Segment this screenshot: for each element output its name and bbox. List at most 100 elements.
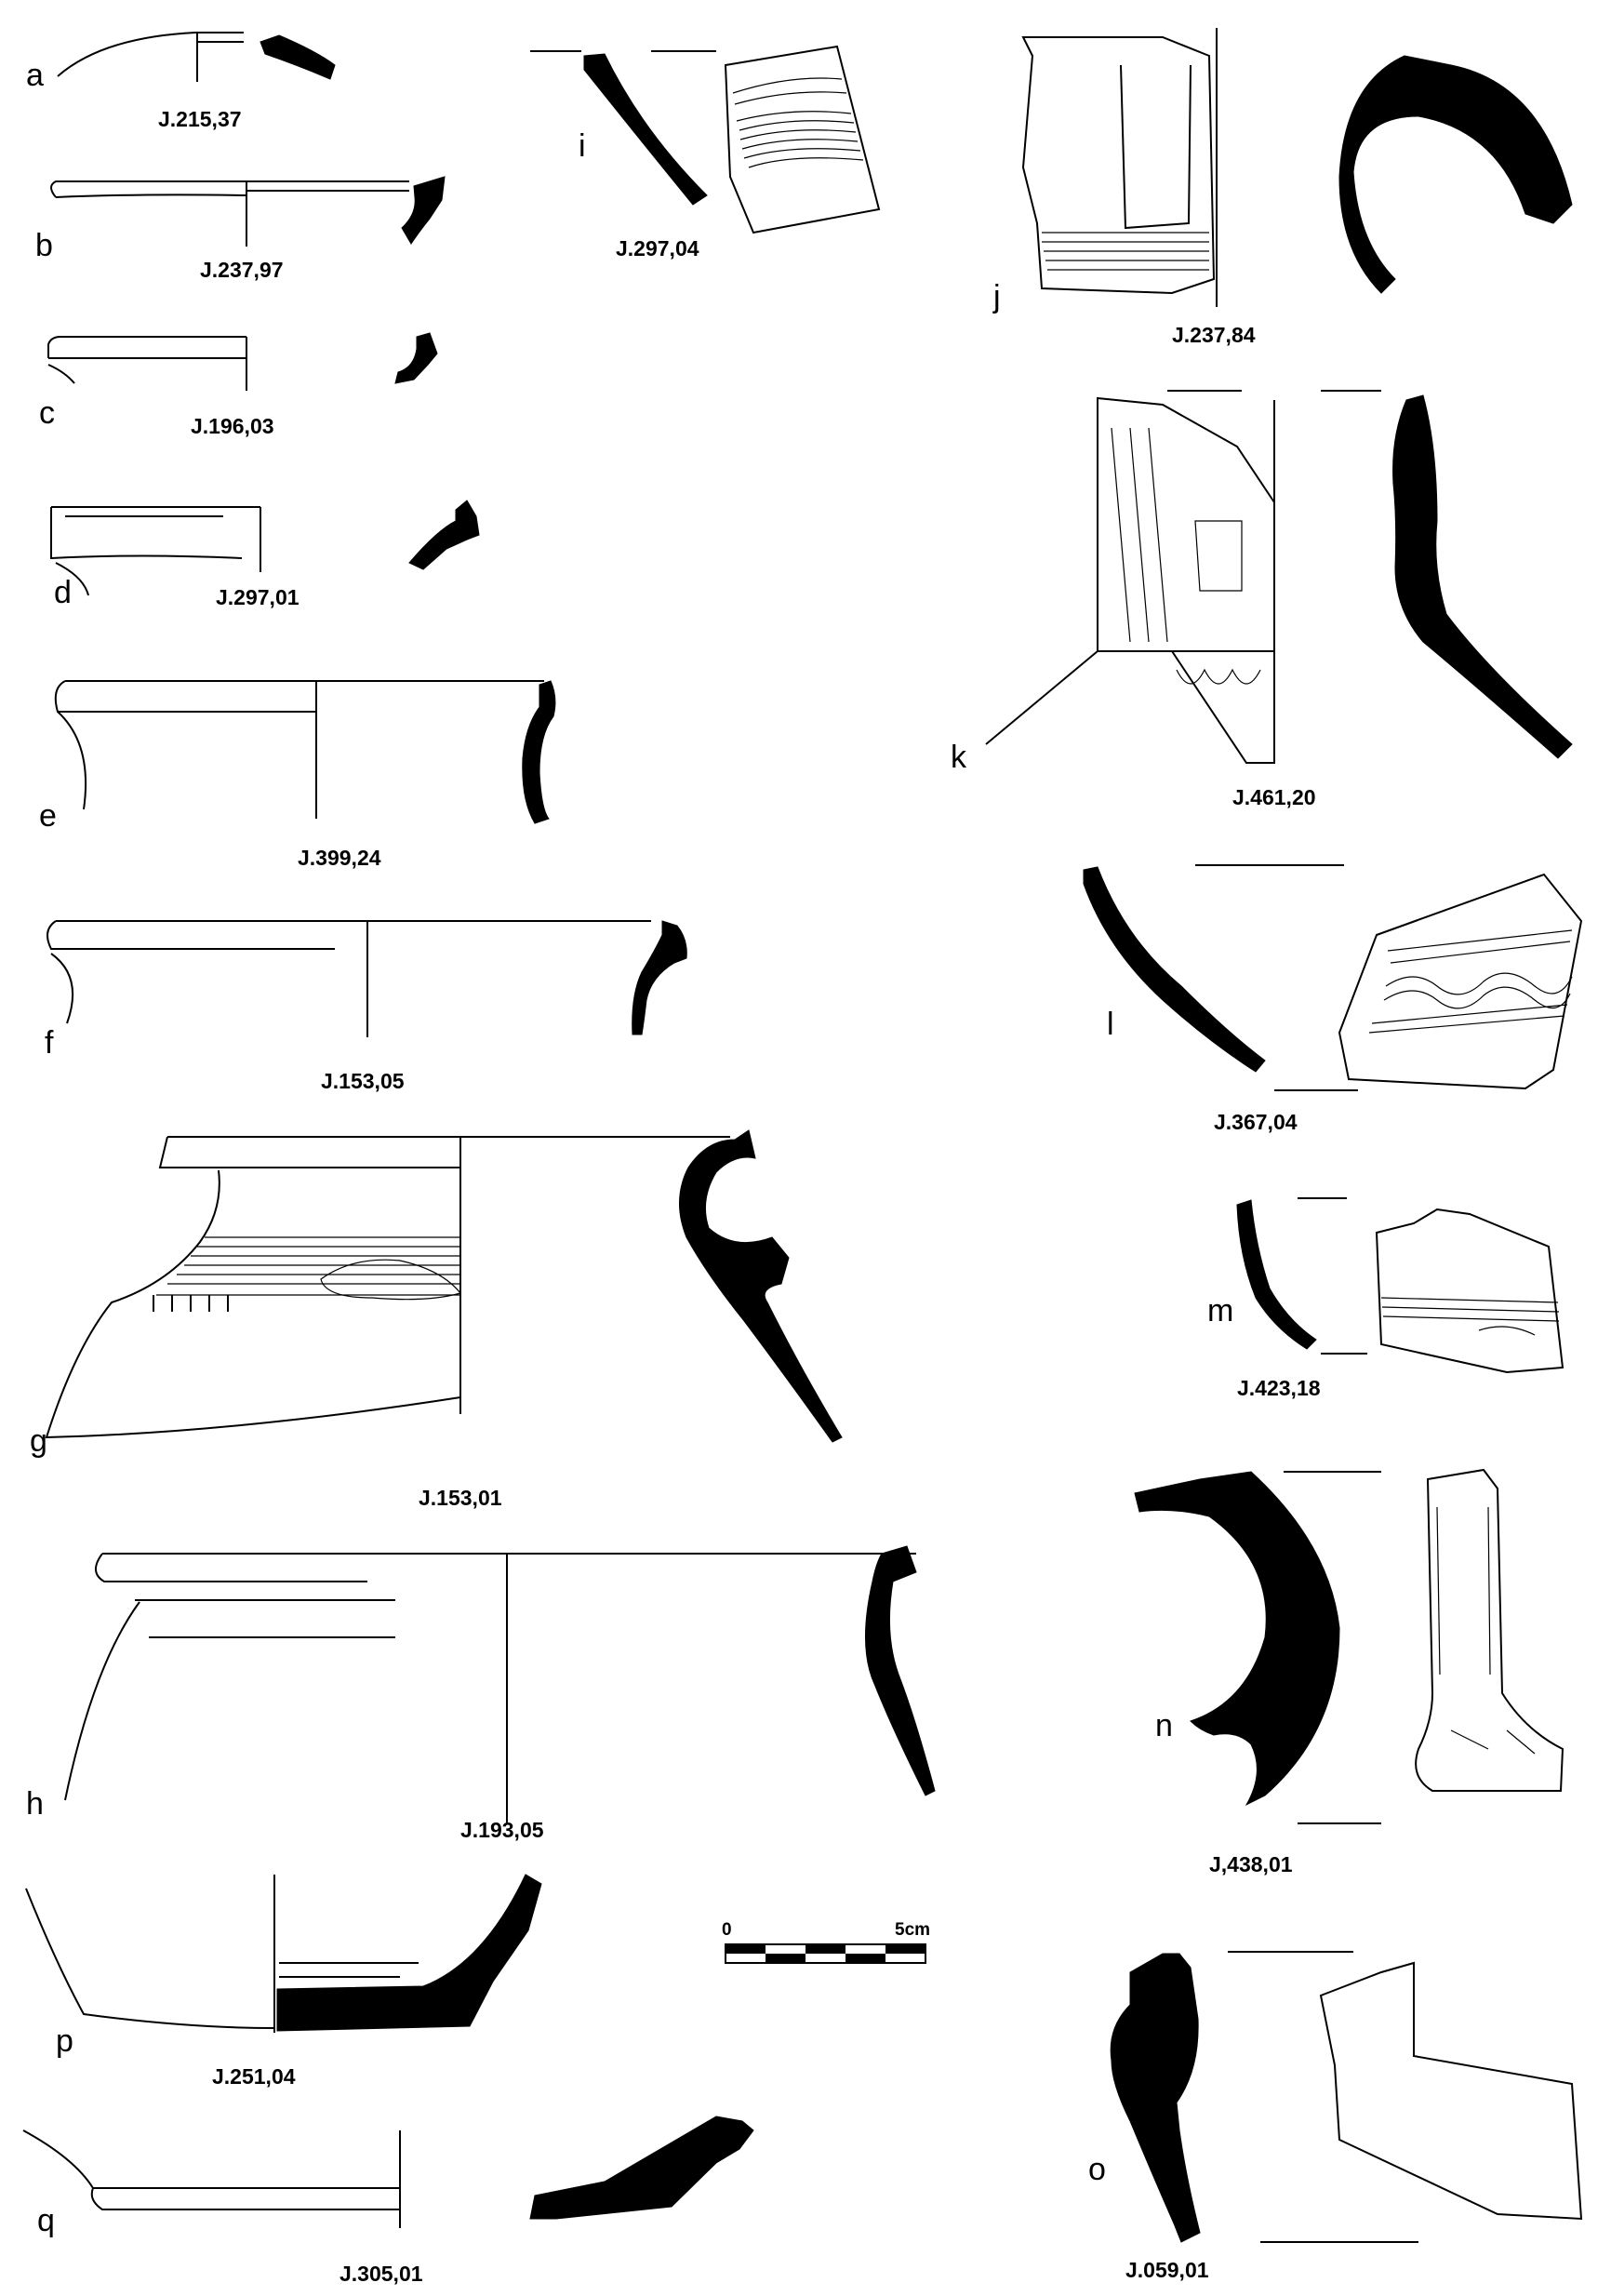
- sherd-m-section: [1236, 1199, 1317, 1350]
- sherd-j-handle-view: [1021, 28, 1218, 307]
- catalogue-number: J.237,84: [1172, 323, 1256, 347]
- sherd-c: c J.196,03: [39, 332, 438, 438]
- sherd-l-section: [1083, 866, 1266, 1073]
- sherd-g-notched-rib: [153, 1295, 229, 1312]
- sherd-p-profile-outline: [25, 1875, 419, 2033]
- sherd-q-section: [529, 2116, 754, 2220]
- catalogue-number: J.153,01: [419, 1486, 502, 1510]
- sherd-a-section: [260, 34, 336, 80]
- sherd-l-exterior-view: [1338, 873, 1583, 1090]
- sherd-n-section: [1134, 1471, 1340, 1807]
- label-letter: h: [26, 1786, 44, 1822]
- sherd-k-section: [1392, 394, 1573, 759]
- scale-bar-segment: [885, 1944, 925, 1954]
- sherd-j: j J.237,84: [992, 28, 1573, 347]
- label-letter: e: [39, 798, 57, 834]
- sherd-m-rim-lines: [1298, 1197, 1367, 1355]
- sherd-l-rim-lines: [1195, 864, 1358, 1091]
- sherd-l-painted-lines: [1368, 929, 1573, 1034]
- sherd-k-exterior-view: [985, 396, 1275, 764]
- sherd-e-section: [522, 680, 556, 824]
- label-letter: l: [1107, 1007, 1114, 1042]
- scale-bar-start-label: 0: [722, 1920, 732, 1940]
- sherd-c-profile-outline: [47, 336, 247, 391]
- scale-bar: 0 5cm: [722, 1920, 930, 1964]
- catalogue-number: J.305,01: [340, 2262, 423, 2286]
- sherd-g-section: [678, 1129, 843, 1443]
- catalogue-number: J.367,04: [1214, 1110, 1298, 1134]
- catalogue-number: J.399,24: [298, 846, 381, 870]
- sherd-e: e J.399,24: [39, 680, 556, 870]
- label-letter: b: [35, 228, 53, 263]
- sherd-g-profile-outline: [45, 1136, 730, 1439]
- sherd-b: b J.237,97: [35, 176, 446, 282]
- sherd-h-section: [864, 1545, 936, 1796]
- sherd-g-neck-grooves: [156, 1236, 460, 1296]
- sherd-o-handle-view: [1319, 1961, 1583, 2221]
- sherd-m-exterior-view: [1375, 1208, 1564, 1374]
- catalogue-number: J.251,04: [212, 2064, 296, 2089]
- catalogue-number: J.461,20: [1232, 785, 1316, 809]
- sherd-k: k J.461,20: [951, 390, 1573, 809]
- sherd-o-slip-line: [1115, 2027, 1180, 2229]
- label-letter: c: [39, 395, 55, 431]
- scale-bar-segment: [726, 1944, 766, 1954]
- label-letter: k: [951, 740, 967, 775]
- scale-bar-end-label: 5cm: [895, 1920, 930, 1940]
- label-letter: a: [26, 58, 44, 93]
- label-letter: i: [579, 128, 586, 164]
- sherd-j-section: [1338, 55, 1573, 294]
- sherd-k-wave-decoration: [1176, 668, 1261, 685]
- sherd-n-handle-hatching: [1436, 1506, 1536, 1755]
- sherd-f-section: [632, 920, 687, 1035]
- catalogue-number: J.237,97: [200, 258, 284, 282]
- sherd-p: p J.251,04: [25, 1874, 542, 2089]
- label-letter: p: [56, 2023, 73, 2059]
- sherd-b-profile-outline: [50, 180, 409, 247]
- label-letter: f: [45, 1025, 54, 1061]
- sherd-l: l J.367,04: [1083, 864, 1583, 1134]
- scale-bar-segment: [766, 1954, 806, 1963]
- label-letter: g: [30, 1423, 47, 1459]
- sherd-i-painted-bands: [732, 77, 864, 168]
- sherd-j-handle-grooves: [1042, 232, 1209, 271]
- sherd-h-profile-outline: [64, 1553, 916, 1823]
- sherd-f: f J.153,05: [45, 920, 687, 1093]
- catalogue-number: J,438,01: [1209, 1852, 1293, 1876]
- catalogue-number: J.196,03: [191, 414, 274, 438]
- catalogue-number: J.423,18: [1237, 1376, 1321, 1400]
- label-letter: o: [1088, 2152, 1106, 2187]
- sherd-m: m J.423,18: [1207, 1197, 1564, 1400]
- sherd-n: n J,438,01: [1134, 1468, 1564, 1876]
- catalogue-number: J.297,01: [216, 585, 300, 609]
- sherd-g-applied-blob: [320, 1259, 462, 1301]
- label-letter: j: [992, 279, 1001, 314]
- sherd-k-burnish-strokes: [1111, 427, 1243, 643]
- label-letter: n: [1155, 1708, 1173, 1743]
- sherd-o-section: [1110, 1953, 1201, 2243]
- sherd-i-exterior-view: [724, 45, 881, 234]
- sherd-n-handle-view: [1415, 1468, 1564, 1792]
- scale-bar-segment: [845, 1954, 885, 1963]
- sherd-m-painted-lines: [1380, 1297, 1560, 1336]
- catalogue-number: J.153,05: [321, 1069, 405, 1093]
- sherd-d-section: [408, 500, 480, 570]
- catalogue-number: J.297,04: [616, 236, 699, 260]
- catalogue-number: J.193,05: [460, 1818, 544, 1842]
- sherd-o-rim-lines: [1228, 1951, 1418, 2243]
- sherd-q-profile-outline: [22, 2129, 401, 2228]
- sherd-i-section: [583, 53, 708, 206]
- sherd-n-rim-lines: [1284, 1471, 1381, 1824]
- sherd-a-profile-outline: [57, 32, 244, 82]
- sherd-g: g J.153,01: [30, 1129, 843, 1510]
- sherd-o: o J.059,01: [1088, 1951, 1583, 2282]
- sherd-a: a J.215,37: [26, 32, 336, 131]
- sherd-p-section: [276, 1874, 542, 2032]
- sherd-c-section: [394, 332, 438, 384]
- sherd-d: d J.297,01: [50, 500, 480, 610]
- sherd-i: i J.297,04: [530, 45, 881, 260]
- label-letter: m: [1207, 1293, 1233, 1328]
- catalogue-number: J.059,01: [1125, 2258, 1209, 2282]
- label-letter: q: [37, 2203, 55, 2238]
